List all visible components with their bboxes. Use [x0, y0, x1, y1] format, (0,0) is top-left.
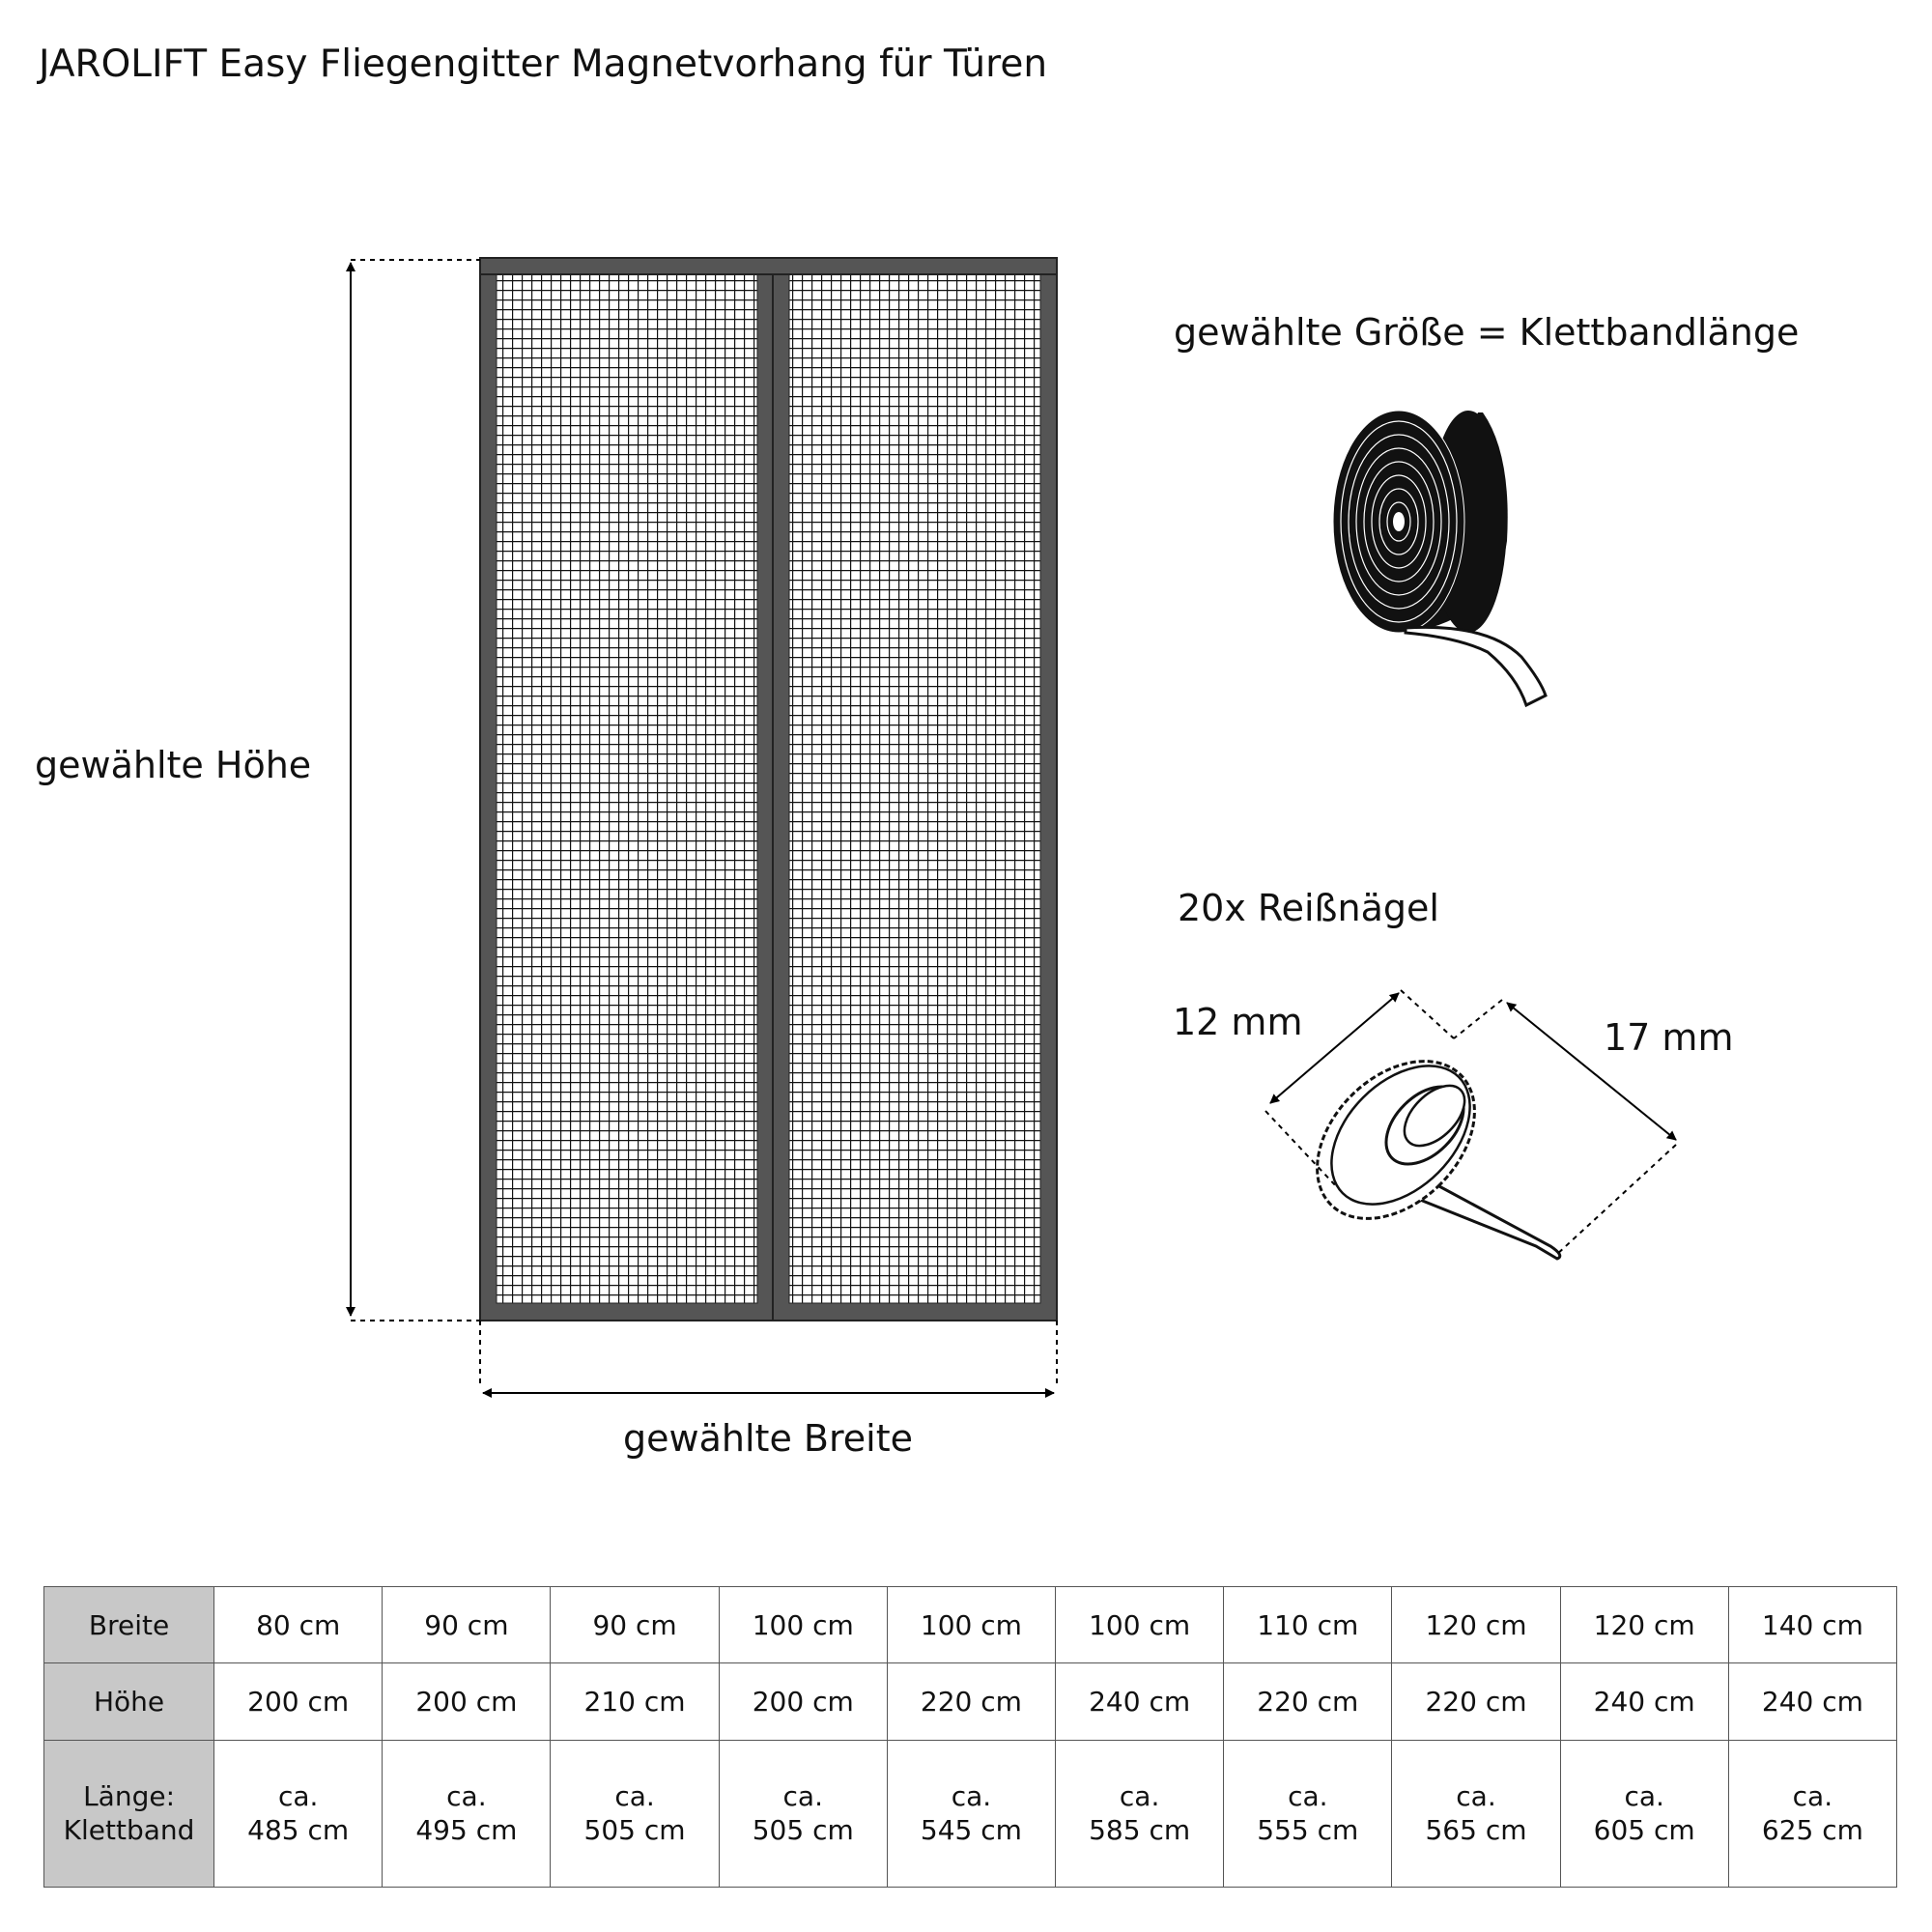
- pin-head-label: 12 mm: [1173, 1001, 1303, 1043]
- cell-laenge: ca.495 cm: [382, 1739, 552, 1889]
- cell-ca: ca.: [1792, 1780, 1833, 1813]
- cell-breite: 80 cm: [213, 1585, 384, 1664]
- cell-laenge: ca.505 cm: [550, 1739, 720, 1889]
- cell-ca: ca.: [1624, 1780, 1664, 1813]
- cell-laenge: ca.545 cm: [886, 1739, 1057, 1889]
- cell-laenge-value: 585 cm: [1089, 1814, 1191, 1847]
- cell-breite: 120 cm: [1391, 1585, 1561, 1664]
- cell-ca: ca.: [614, 1780, 655, 1813]
- cell-laenge-value: 505 cm: [583, 1814, 686, 1847]
- cell-hoehe: 200 cm: [718, 1662, 888, 1741]
- width-dimension: [479, 1321, 1058, 1398]
- cell-laenge-value: 625 cm: [1761, 1814, 1863, 1847]
- pin-length-label: 17 mm: [1604, 1016, 1734, 1059]
- cell-laenge: ca.505 cm: [718, 1739, 888, 1889]
- row-header-laenge-line1: Länge:: [83, 1780, 176, 1813]
- row-header-laenge-line2: Klettband: [63, 1814, 195, 1847]
- cell-hoehe: 220 cm: [886, 1662, 1057, 1741]
- cell-breite: 100 cm: [718, 1585, 888, 1664]
- pin-dimensions: [1264, 989, 1677, 1257]
- cell-breite: 100 cm: [886, 1585, 1057, 1664]
- cell-ca: ca.: [782, 1780, 823, 1813]
- cell-laenge: ca.625 cm: [1727, 1739, 1898, 1889]
- cell-laenge-value: 485 cm: [247, 1814, 350, 1847]
- cell-breite: 110 cm: [1223, 1585, 1393, 1664]
- cell-laenge: ca.565 cm: [1391, 1739, 1561, 1889]
- cell-hoehe: 220 cm: [1223, 1662, 1393, 1741]
- cell-hoehe: 240 cm: [1727, 1662, 1898, 1741]
- cell-ca: ca.: [277, 1780, 319, 1813]
- cell-hoehe: 210 cm: [550, 1662, 720, 1741]
- thumbtack-icon: [1316, 1060, 1562, 1261]
- cell-hoehe: 240 cm: [1559, 1662, 1729, 1741]
- height-dimension: [346, 259, 480, 1321]
- cell-hoehe: 240 cm: [1055, 1662, 1225, 1741]
- cell-hoehe: 200 cm: [213, 1662, 384, 1741]
- page-title: JAROLIFT Easy Fliegengitter Magnetvorhan…: [39, 43, 1048, 86]
- pins-label: 20x Reißnägel: [1178, 887, 1439, 929]
- cell-breite: 100 cm: [1055, 1585, 1225, 1664]
- cell-breite: 90 cm: [382, 1585, 552, 1664]
- cell-breite: 120 cm: [1559, 1585, 1729, 1664]
- cell-laenge: ca.555 cm: [1223, 1739, 1393, 1889]
- cell-laenge-value: 545 cm: [920, 1814, 1022, 1847]
- cell-laenge-value: 505 cm: [752, 1814, 854, 1847]
- cell-hoehe: 200 cm: [382, 1662, 552, 1741]
- size-label: gewählte Größe = Klettbandlänge: [1174, 311, 1800, 354]
- cell-ca: ca.: [1456, 1780, 1496, 1813]
- cell-breite: 140 cm: [1727, 1585, 1898, 1664]
- magnet-curtain-drawing: [479, 257, 1058, 1321]
- cell-ca: ca.: [446, 1780, 487, 1813]
- row-header-laenge: Länge:Klettband: [43, 1739, 215, 1889]
- cell-laenge-value: 555 cm: [1257, 1814, 1359, 1847]
- height-label: gewählte Höhe: [35, 744, 312, 786]
- diagram-canvas: [346, 257, 1677, 1398]
- cell-laenge: ca.585 cm: [1055, 1739, 1225, 1889]
- row-header-breite: Breite: [43, 1585, 215, 1664]
- width-label: gewählte Breite: [623, 1417, 913, 1460]
- velcro-roll-icon: [1332, 410, 1548, 708]
- cell-hoehe: 220 cm: [1391, 1662, 1561, 1741]
- row-header-hoehe: Höhe: [43, 1662, 215, 1741]
- cell-laenge-value: 565 cm: [1425, 1814, 1527, 1847]
- cell-laenge: ca.485 cm: [213, 1739, 384, 1889]
- cell-laenge-value: 495 cm: [415, 1814, 518, 1847]
- cell-ca: ca.: [1119, 1780, 1160, 1813]
- cell-laenge: ca.605 cm: [1559, 1739, 1729, 1889]
- cell-breite: 90 cm: [550, 1585, 720, 1664]
- cell-ca: ca.: [1288, 1780, 1328, 1813]
- cell-laenge-value: 605 cm: [1593, 1814, 1695, 1847]
- cell-ca: ca.: [951, 1780, 992, 1813]
